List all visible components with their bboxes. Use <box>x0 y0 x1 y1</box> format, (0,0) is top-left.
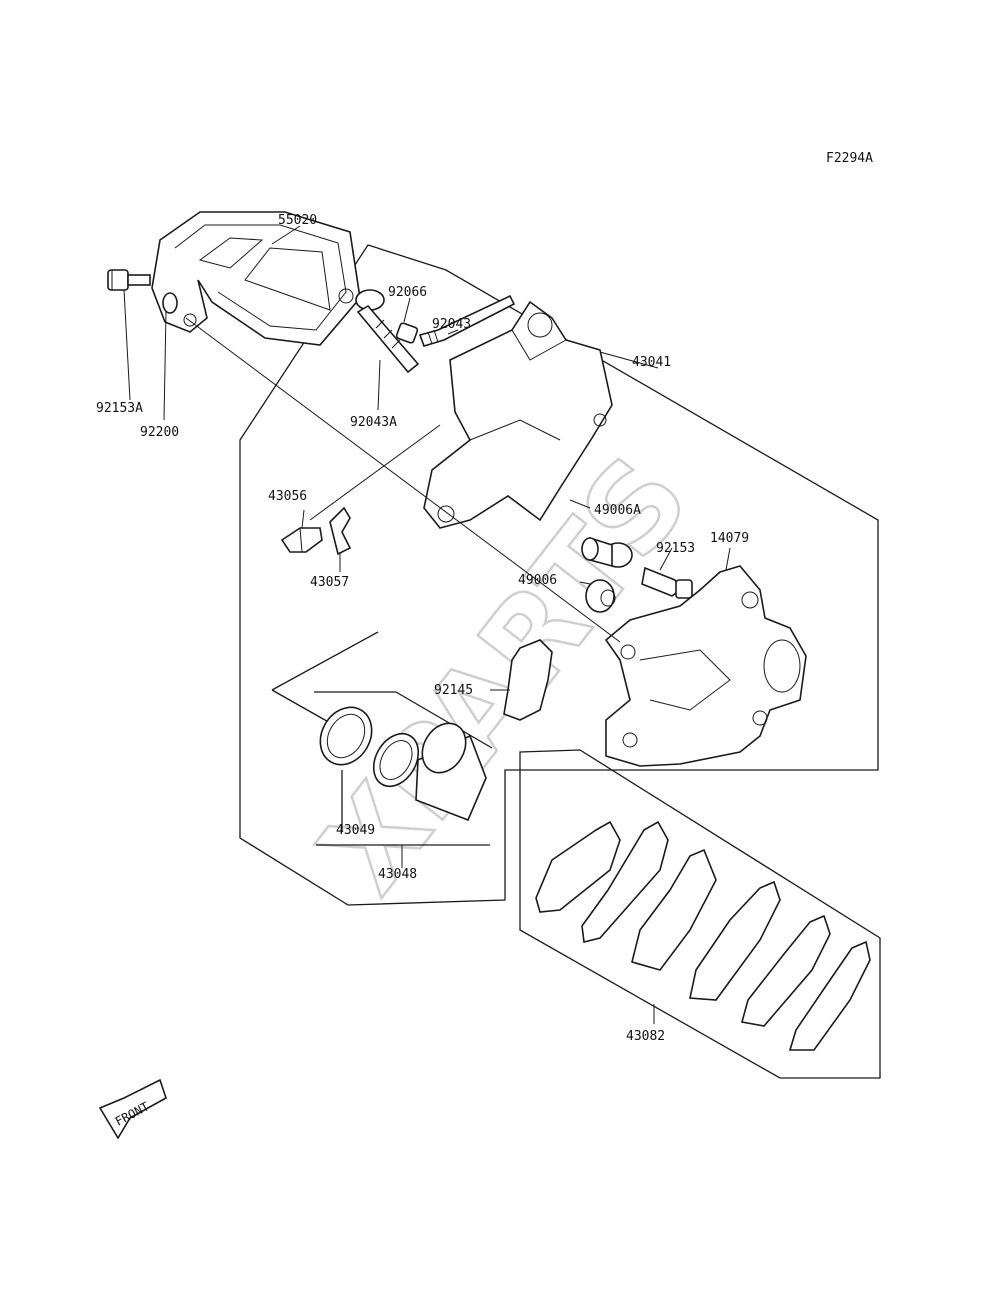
part-label-43048: 43048 <box>378 867 417 882</box>
part-label-92043: 92043 <box>432 317 471 332</box>
caliper-body <box>423 300 613 529</box>
caliper-bracket-14079 <box>604 565 807 767</box>
part-label-43082: 43082 <box>626 1029 665 1044</box>
part-label-49006: 49006 <box>518 573 557 588</box>
pin-92043 <box>418 294 516 347</box>
leader-lines <box>123 225 731 1024</box>
part-label-92145: 92145 <box>434 683 473 698</box>
boot-49006A <box>581 536 633 568</box>
part-label-55020: 55020 <box>278 213 317 228</box>
caliper-assembly-outline <box>239 244 879 906</box>
part-label-92043A: 92043A <box>350 415 397 430</box>
pad-spring-92145 <box>503 639 553 721</box>
bolt-92153A <box>107 269 151 291</box>
part-label-49006A: 49006A <box>594 503 641 518</box>
washer-92200 <box>162 292 178 314</box>
part-label-43041: 43041 <box>632 355 671 370</box>
bolt-92043A <box>355 289 420 374</box>
pad-set-outline <box>519 749 881 1079</box>
brake-pads <box>535 820 871 1051</box>
figure-code: F2294A <box>826 151 873 166</box>
brake-guard <box>151 211 361 346</box>
part-label-92153: 92153 <box>656 541 695 556</box>
part-label-92200: 92200 <box>140 425 179 440</box>
piston-seal-outer <box>319 706 373 766</box>
piston-seal-inner <box>372 732 420 788</box>
piston <box>415 722 487 822</box>
front-direction-indicator: FRONT <box>98 1078 167 1140</box>
boot-49006 <box>585 579 616 613</box>
part-label-43056: 43056 <box>268 489 307 504</box>
bolt-92153 <box>641 566 693 599</box>
part-label-92153A: 92153A <box>96 401 143 416</box>
pin-cap-92066 <box>395 322 419 344</box>
part-label-92066: 92066 <box>388 285 427 300</box>
part-label-14079: 14079 <box>710 531 749 546</box>
bleeder-cap-43057 <box>329 506 352 556</box>
part-label-43057: 43057 <box>310 575 349 590</box>
part-label-43049: 43049 <box>336 823 375 838</box>
bleeder-valve-43056 <box>280 527 323 553</box>
